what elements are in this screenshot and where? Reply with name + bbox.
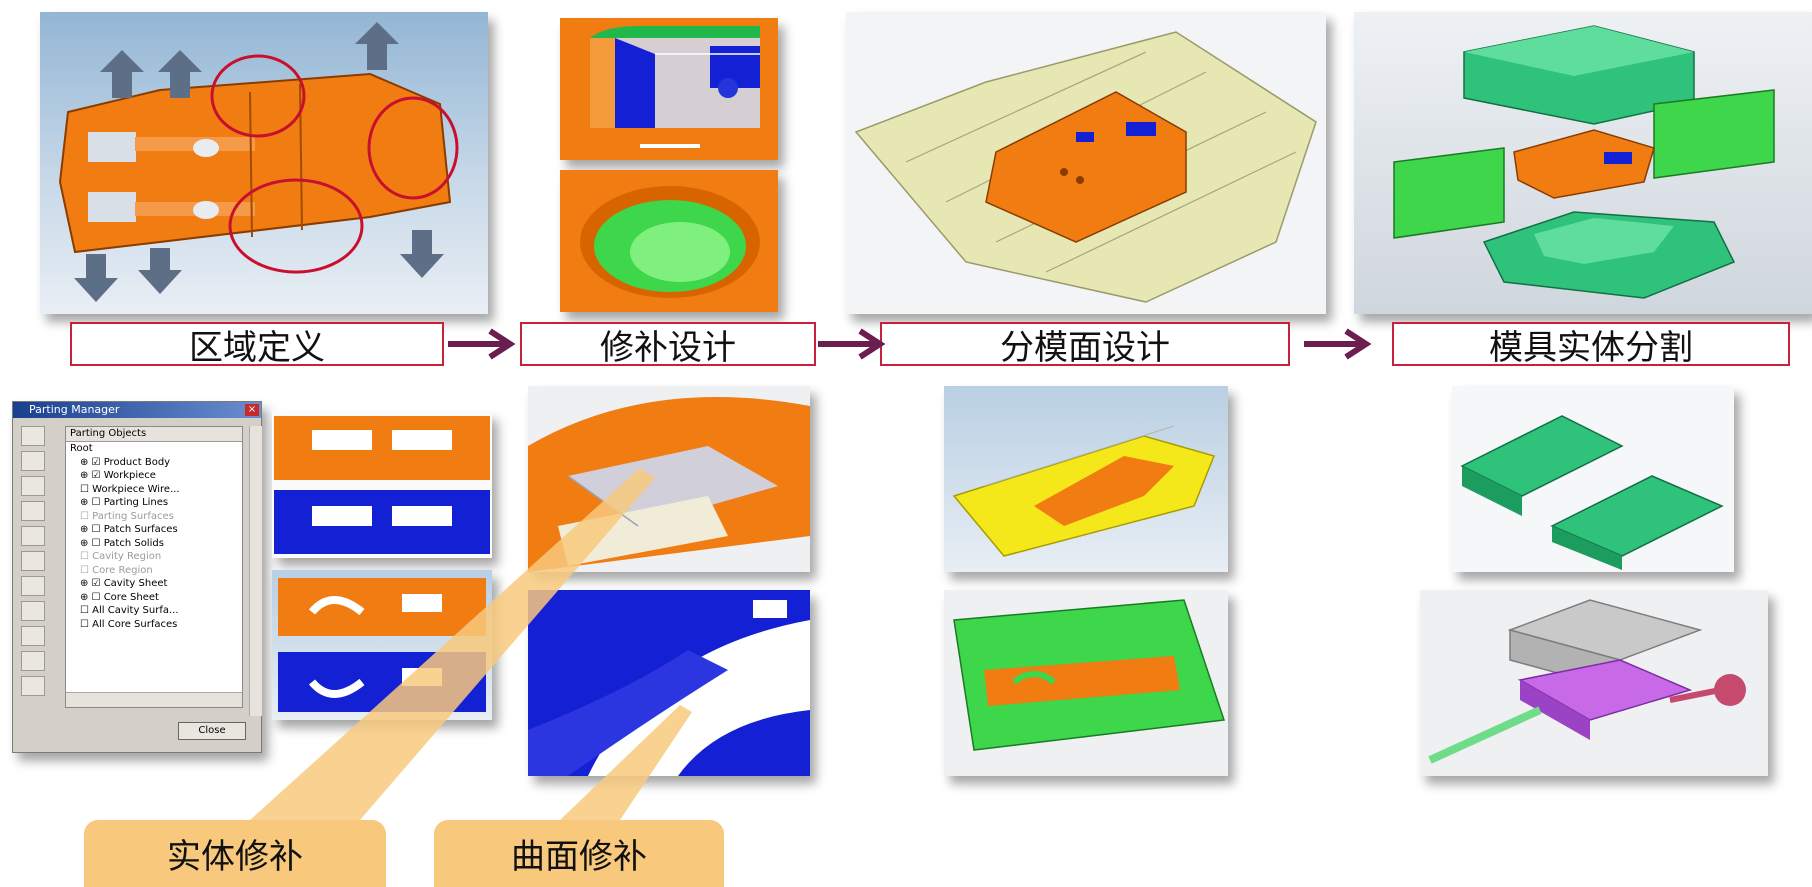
solid-patch-graphic <box>528 386 810 572</box>
callout-label: 曲面修补 <box>511 837 647 877</box>
core-cavity-solids-graphic <box>1452 386 1734 572</box>
parting-surface-yellow-image <box>944 386 1228 572</box>
close-button[interactable]: Close <box>178 722 246 740</box>
tree-item[interactable]: ⊕ ☐ Parting Lines <box>80 497 169 508</box>
patch-detail-image-2 <box>560 170 778 312</box>
parting-objects-tree[interactable]: Parting Objects Root ⊕ ☑ Product Body ⊕ ☑ … <box>65 426 243 708</box>
mold-split-image <box>1354 12 1812 314</box>
region-definition-graphic <box>58 22 459 302</box>
parting-manager-dialog: Parting Manager × Parting Objects Root ⊕ … <box>12 401 262 753</box>
stage-label: 分模面设计 <box>1000 327 1170 368</box>
callout-surface-patch: 曲面修补 <box>434 820 724 887</box>
stage-label: 修补设计 <box>600 327 736 368</box>
tree-header: Parting Objects <box>66 427 242 442</box>
tree-list: Root ⊕ ☑ Product Body ⊕ ☑ Workpiece ☐ Workp… <box>66 442 242 631</box>
stage-region-definition: 区域定义 <box>70 322 444 368</box>
stage-label: 区域定义 <box>189 327 325 368</box>
tree-item[interactable]: ☐ Core Region <box>80 564 153 576</box>
vertical-scrollbar[interactable] <box>249 426 262 716</box>
callout-label: 实体修补 <box>167 837 303 877</box>
stage-label: 模具实体分割 <box>1489 327 1693 368</box>
core-cavity-graphic-2 <box>278 578 486 712</box>
flow-arrow-icon <box>818 328 886 360</box>
patch-detail-graphic-2 <box>560 170 778 312</box>
stage-patch-design: 修补设计 <box>520 322 816 368</box>
tree-item[interactable]: ☐ All Cavity Surfa... <box>80 605 179 616</box>
tool-button-icon[interactable] <box>21 501 45 521</box>
part-body <box>58 72 452 254</box>
flow-arrow-icon <box>448 328 516 360</box>
surface-patch-graphic <box>528 590 810 776</box>
core-cavity-graphic-1 <box>274 416 490 554</box>
tree-item[interactable]: ⊕ ☐ Core Sheet <box>80 591 159 603</box>
slot <box>88 132 136 162</box>
region-definition-image <box>40 12 488 314</box>
hole <box>193 139 219 157</box>
solid-patch-image <box>528 386 810 572</box>
slide-right <box>1653 89 1775 179</box>
direction-arrows <box>74 22 444 302</box>
mold-assembly-image <box>1420 590 1768 776</box>
surface-patch-image <box>528 590 810 776</box>
parting-surface-graphic <box>846 12 1326 314</box>
core-cavity-thumbnails-2 <box>272 570 492 720</box>
tool-button-icon[interactable] <box>21 626 45 646</box>
tool-button-icon[interactable] <box>21 576 45 596</box>
tree-item[interactable]: ☐ Parting Surfaces <box>80 510 174 522</box>
tool-button-icon[interactable] <box>21 451 45 471</box>
tool-button-icon[interactable] <box>21 526 45 546</box>
dialog-toolbar <box>21 426 47 701</box>
tool-button-icon[interactable] <box>21 676 45 696</box>
tree-item[interactable]: ⊕ ☐ Patch Surfaces <box>80 524 178 535</box>
edge-line <box>249 91 253 238</box>
patch-detail-image-1 <box>560 18 778 160</box>
tool-button-icon[interactable] <box>21 551 45 571</box>
parting-surface-image <box>846 12 1326 314</box>
tree-item[interactable]: Root <box>70 443 93 454</box>
dialog-title: Parting Manager <box>29 403 120 416</box>
horizontal-scrollbar[interactable] <box>66 692 242 707</box>
mold-split-graphic <box>1393 25 1775 299</box>
tree-item[interactable]: ⊕ ☑ Cavity Sheet <box>80 578 168 589</box>
core-cavity-solids-image <box>1452 386 1734 572</box>
hole <box>193 201 219 219</box>
tool-button-icon[interactable] <box>21 601 45 621</box>
core-cavity-thumbnails-1 <box>272 412 492 558</box>
slide-left <box>1393 147 1505 239</box>
callout-solid-patch: 实体修补 <box>84 820 386 887</box>
tree-item[interactable]: ⊕ ☑ Product Body <box>80 456 171 468</box>
stage-mold-solid-split: 模具实体分割 <box>1392 322 1790 368</box>
dialog-title-bar: Parting Manager × <box>13 402 261 418</box>
tool-button-icon[interactable] <box>21 426 45 446</box>
tree-item[interactable]: ☐ All Core Surfaces <box>80 618 178 630</box>
patch-detail-graphic-1 <box>560 18 778 160</box>
tool-button-icon[interactable] <box>21 476 45 496</box>
parting-surface-yellow-graphic <box>952 425 1216 557</box>
tool-button-icon[interactable] <box>21 651 45 671</box>
tree-item[interactable]: ☐ Workpiece Wire... <box>80 483 180 495</box>
parting-surface-green-graphic <box>944 590 1228 776</box>
part-body <box>1513 129 1655 199</box>
parting-surface-green-image <box>944 590 1228 776</box>
tree-item[interactable]: ☐ Cavity Region <box>80 551 162 562</box>
flow-arrow-icon <box>1304 328 1372 360</box>
mold-assembly-graphic <box>1420 590 1768 776</box>
close-icon[interactable]: × <box>245 404 259 416</box>
highlight-circles <box>210 54 459 274</box>
stage-parting-surface-design: 分模面设计 <box>880 322 1290 368</box>
tree-item[interactable]: ⊕ ☐ Patch Solids <box>80 537 164 549</box>
slot <box>88 192 136 222</box>
tree-item[interactable]: ⊕ ☑ Workpiece <box>80 470 156 481</box>
